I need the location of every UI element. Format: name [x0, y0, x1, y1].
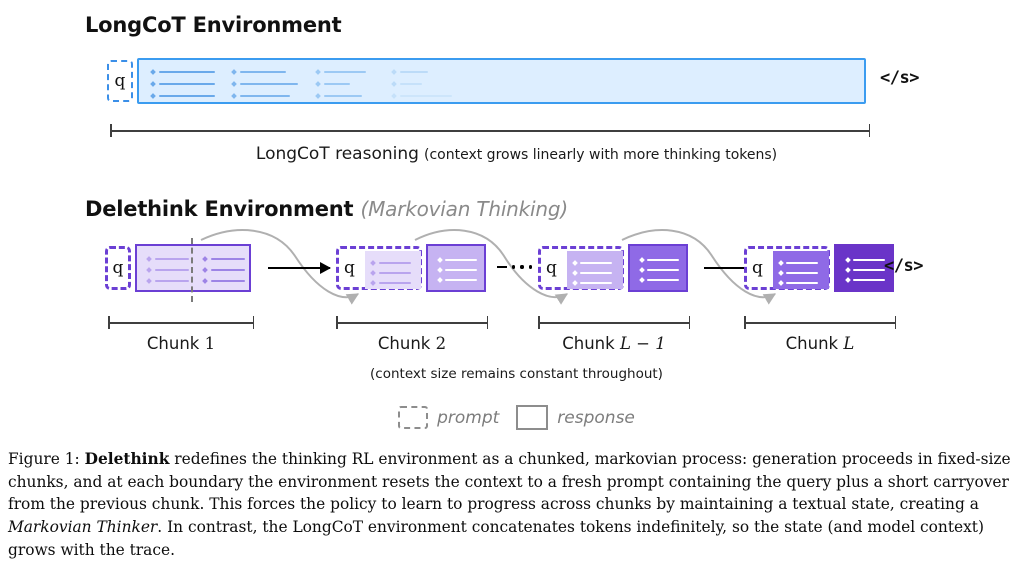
delethink-eos-label: </s> [884, 256, 923, 276]
caption-italic-1: Markovian Thinker [8, 517, 158, 536]
chunkL-prompt-box: q [744, 246, 830, 290]
delethink-subtitle-text: (Markovian Thinking) [360, 197, 568, 221]
chunkL1-prompt-box: q [538, 246, 624, 290]
figure-caption: Figure 1: Delethink redefines the thinki… [8, 448, 1024, 561]
legend: prompt response [0, 405, 1033, 430]
longcot-measure-note: (context grows linearly with more thinki… [424, 147, 778, 163]
chunk1-prompt-box: q [105, 246, 131, 290]
chunk1-to-chunk2-arrow [268, 267, 330, 270]
caption-text-1: redefines the thinking RL environment as… [8, 450, 1011, 514]
longcot-title-text: LongCoT Environment [85, 13, 342, 37]
chunk2-response-box [426, 244, 486, 292]
caption-text-2: . In contrast, the LongCoT environment c… [8, 517, 984, 559]
legend-item-response: response [516, 405, 635, 430]
chunk1-response-box [135, 238, 251, 302]
longcot-eos-label: </s> [880, 68, 919, 88]
chunk2-prompt-box: q [336, 246, 422, 290]
chunkL-label: Chunk L [785, 334, 855, 353]
chunkL1-label: Chunk L − 1 [562, 334, 666, 353]
legend-prompt-label: prompt [437, 407, 500, 428]
longcot-response-box [137, 58, 866, 104]
chunkL1-response-box [628, 244, 688, 292]
legend-item-prompt: prompt [398, 406, 499, 429]
longcot-measure-main: LongCoT reasoning [255, 144, 419, 164]
chunk2-query-label: q [344, 258, 355, 278]
prompt-swatch-icon [398, 406, 429, 429]
chunk1-midpoint-divider [191, 238, 193, 302]
longcot-measure-caption: LongCoT reasoning (context grows linearl… [0, 144, 1033, 164]
delethink-section-title: Delethink Environment (Markovian Thinkin… [85, 197, 568, 221]
longcot-prompt-box: q [107, 60, 133, 102]
delethink-title-text: Delethink Environment [85, 197, 354, 221]
eos-text: </s> [884, 256, 923, 276]
delethink-note-text: (context size remains constant throughou… [370, 366, 663, 382]
delethink-note: (context size remains constant throughou… [0, 366, 1033, 382]
legend-response-label: response [557, 407, 635, 428]
longcot-section-title: LongCoT Environment [85, 13, 342, 37]
chunkL1-query-label: q [546, 258, 557, 278]
response-swatch-icon [516, 405, 549, 430]
chunk1-query-label: q [112, 258, 124, 278]
chunkL-response-box [834, 244, 894, 292]
chunk2-label: Chunk 2 [377, 334, 447, 353]
chunk1-label: Chunk 1 [146, 334, 216, 353]
caption-lead-bold: Delethink [84, 450, 170, 468]
eos-text: </s> [880, 68, 919, 88]
chunkL1-to-chunkL-arrow [704, 267, 766, 270]
caption-figure-number: Figure 1: [8, 450, 80, 468]
chunkL-query-label: q [752, 258, 763, 278]
longcot-query-label: q [114, 71, 126, 91]
